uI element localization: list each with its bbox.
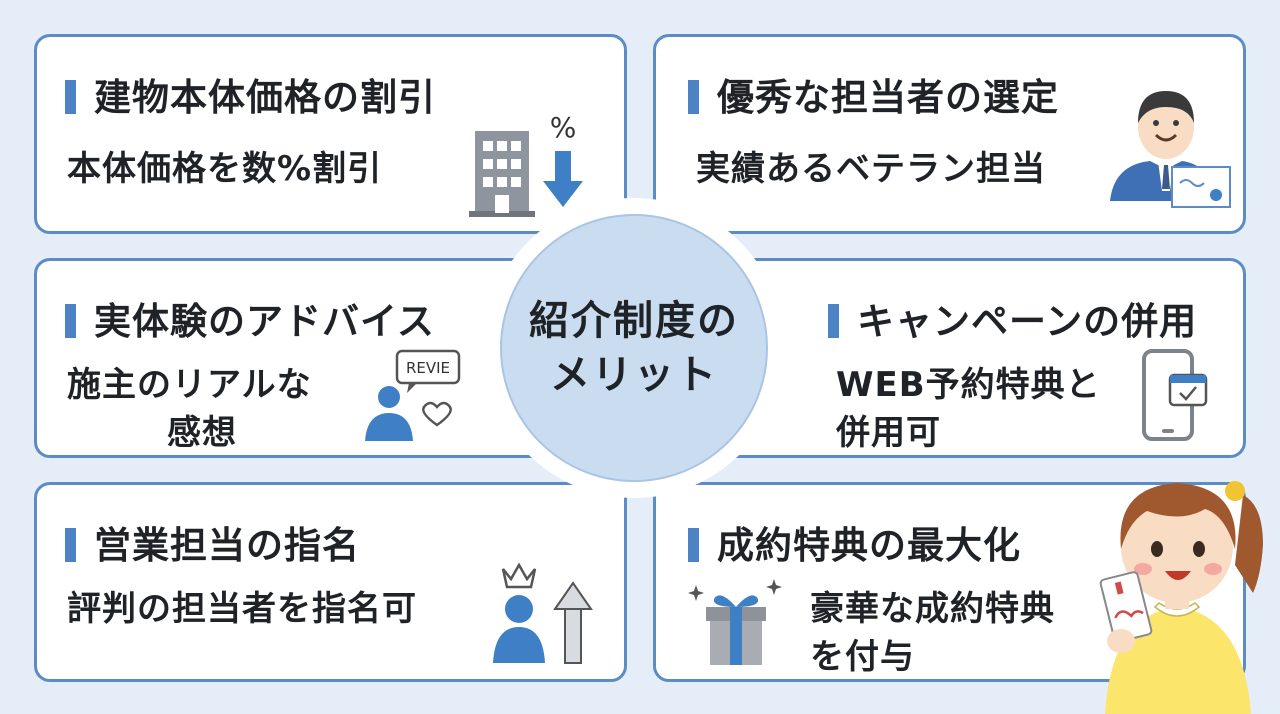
card-building-discount: 建物本体価格の割引 本体価格を数%割引 % — [34, 34, 627, 234]
card-desc: WEB予約特典と — [836, 365, 1101, 405]
card-title: 営業担当の指名 — [65, 527, 360, 564]
businessman-certificate-icon — [1110, 91, 1231, 208]
girl-with-envelope-illustration — [1099, 481, 1263, 714]
review-icon: REVIE — [365, 349, 461, 441]
card-designate-staff: 営業担当の指名 評判の担当者を指名可 — [34, 482, 627, 682]
card-desc: 実績あるベテラン担当 — [696, 149, 1046, 189]
gift-icon — [688, 579, 782, 665]
building-discount-icon: % — [469, 111, 583, 217]
center-line-2: メリット — [550, 352, 718, 398]
card-desc: 施主のリアルな — [67, 365, 312, 405]
crown-person-arrow-icon — [493, 562, 593, 664]
card-desc: 本体価格を数%割引 — [67, 149, 383, 189]
center-circle: 紹介制度の メリット — [484, 198, 784, 498]
center-label: 紹介制度の メリット — [500, 214, 768, 482]
center-line-1: 紹介制度の — [529, 298, 739, 344]
card-title: 実体験のアドバイス — [65, 303, 435, 340]
card-title: 優秀な担当者の選定 — [688, 79, 1059, 116]
card-desc: 感想 — [167, 413, 237, 453]
card-desc: 併用可 — [836, 413, 941, 453]
card-desc: 評判の担当者を指名可 — [67, 589, 417, 629]
card-desc: 豪華な成約特典 — [810, 589, 1055, 629]
review-label: REVIE — [406, 359, 450, 377]
card-title: キャンペーンの併用 — [828, 303, 1197, 340]
card-desc: を付与 — [810, 637, 915, 677]
card-title: 建物本体価格の割引 — [65, 79, 436, 116]
svg-text:%: % — [550, 111, 577, 144]
smartphone-calendar-icon — [1142, 349, 1208, 441]
card-title: 成約特典の最大化 — [688, 527, 1021, 564]
card-skilled-staff: 優秀な担当者の選定 実績あるベテラン担当 — [653, 34, 1246, 234]
